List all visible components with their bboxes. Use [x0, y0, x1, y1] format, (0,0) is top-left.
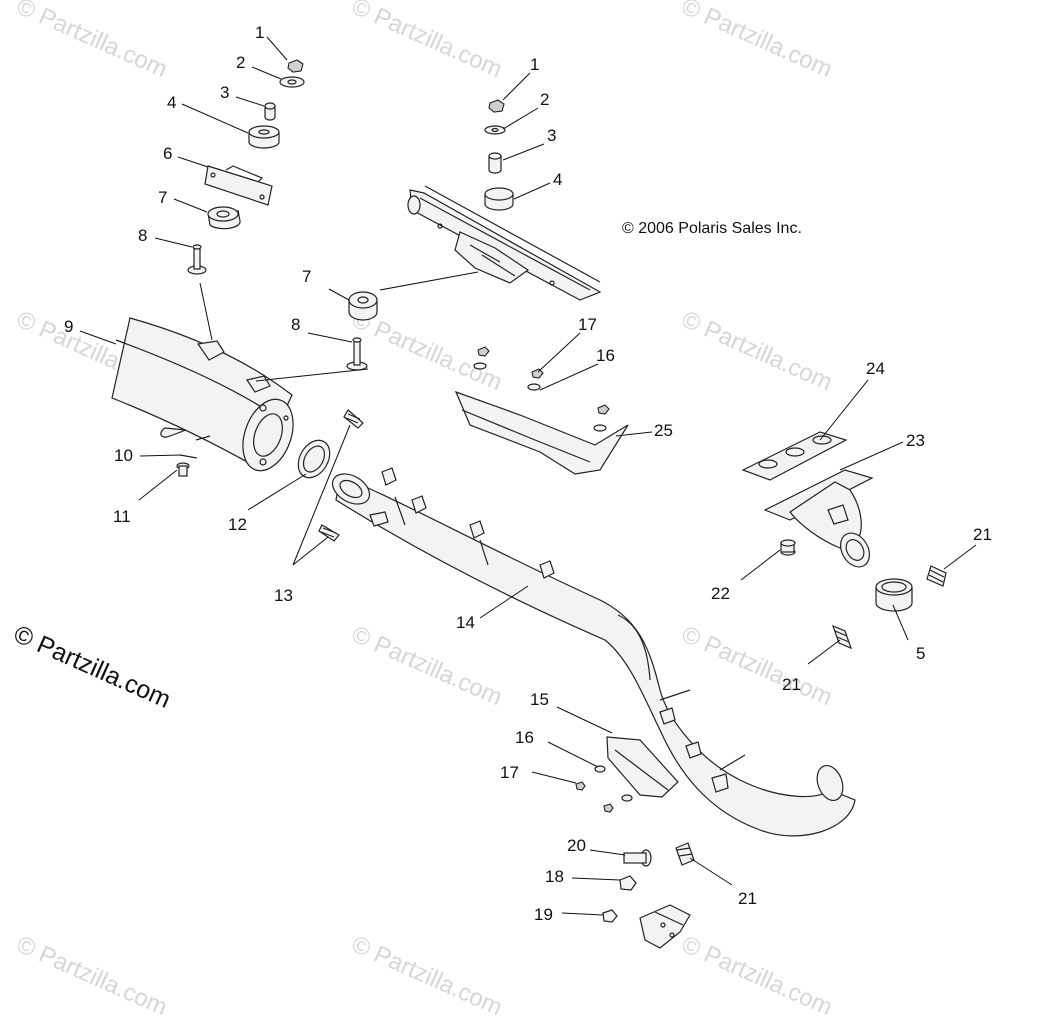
springs-13 [318, 409, 364, 542]
callout-labels: 1 2 3 4 6 7 8 9 10 11 12 13 1 2 3 4 7 8 … [64, 23, 992, 924]
callout-3: 3 [220, 83, 229, 102]
frame-rail [379, 185, 602, 301]
callout-4: 4 [553, 170, 562, 189]
heat-shield-lower [575, 736, 679, 813]
callout-12: 12 [228, 515, 247, 534]
callout-6: 6 [163, 144, 172, 163]
watermark-layer: © Partzilla.com © Partzilla.com © Partzi… [13, 0, 837, 1021]
callout-21: 21 [782, 675, 801, 694]
watermark: © Partzilla.com [348, 621, 507, 711]
callout-22: 22 [711, 584, 730, 603]
watermark: © Partzilla.com [13, 931, 172, 1021]
callout-16: 16 [596, 346, 615, 365]
springs-21 [675, 565, 947, 866]
right-mount-hardware [484, 99, 514, 211]
gasket-ring [297, 439, 331, 479]
callout-19: 19 [534, 905, 553, 924]
watermark: © Partzilla.com [678, 306, 837, 396]
bolt-8b [346, 337, 368, 371]
bolt-11 [176, 454, 198, 477]
watermark: © Partzilla.com [678, 931, 837, 1021]
callout-18: 18 [545, 867, 564, 886]
exhaust-pipe [331, 467, 856, 837]
callout-2: 2 [540, 90, 549, 109]
callout-14: 14 [456, 613, 475, 632]
callout-7: 7 [158, 188, 167, 207]
callout-8: 8 [291, 315, 300, 334]
left-mount-hardware [187, 59, 305, 275]
callout-3: 3 [547, 126, 556, 145]
callout-24: 24 [866, 359, 885, 378]
callout-16: 16 [515, 728, 534, 747]
main-watermark: © Partzilla.com [10, 620, 175, 714]
leader-lines [79, 36, 977, 916]
watermark: © Partzilla.com [678, 0, 837, 83]
callout-10: 10 [114, 446, 133, 465]
stud-22 [780, 539, 796, 556]
parts-drawing [111, 59, 947, 949]
muffler [111, 282, 294, 472]
callout-9: 9 [64, 317, 73, 336]
callout-20: 20 [567, 836, 586, 855]
grommet-7b [348, 291, 378, 321]
callout-23: 23 [906, 431, 925, 450]
callout-17: 17 [500, 763, 519, 782]
callout-25: 25 [654, 421, 673, 440]
callout-7: 7 [302, 267, 311, 286]
callout-4: 4 [167, 93, 176, 112]
heat-shield-upper [454, 346, 629, 475]
watermark: © Partzilla.com [13, 0, 172, 83]
lower-bracket [602, 849, 691, 949]
callout-17: 17 [578, 315, 597, 334]
callout-5: 5 [916, 644, 925, 663]
callout-2: 2 [236, 53, 245, 72]
callout-21: 21 [738, 889, 757, 908]
watermark: © Partzilla.com [348, 0, 507, 83]
watermark: © Partzilla.com [678, 621, 837, 711]
exhaust-flange [741, 431, 874, 568]
copyright-text: © 2006 Polaris Sales Inc. [622, 220, 802, 237]
callout-1: 1 [255, 23, 264, 42]
callout-11: 11 [113, 507, 131, 526]
callout-15: 15 [530, 690, 549, 709]
callout-8: 8 [138, 226, 147, 245]
callout-1: 1 [530, 55, 539, 74]
watermark: © Partzilla.com [348, 931, 507, 1021]
callout-21: 21 [973, 525, 992, 544]
callout-13: 13 [274, 586, 293, 605]
clamp-ring-5 [875, 578, 913, 612]
